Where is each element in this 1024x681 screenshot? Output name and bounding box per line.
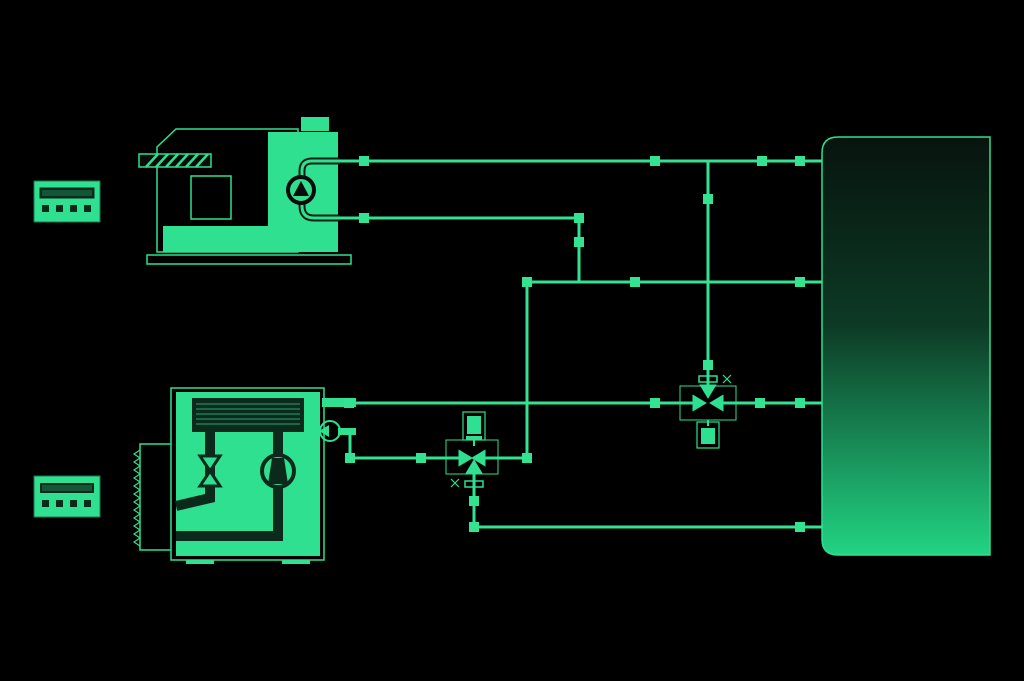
close-mark-icon: [450, 478, 460, 488]
boiler-unit: [138, 117, 352, 265]
heat-pump-unit: [132, 387, 356, 564]
close-mark-icon: [722, 374, 732, 384]
pipe-fittings: [344, 156, 805, 532]
controller-top[interactable]: [33, 180, 101, 223]
mixing-valve-left[interactable]: [445, 438, 499, 488]
expansion-valve-icon: [197, 454, 223, 488]
compressor-icon: [260, 453, 296, 489]
pump-icon: [286, 175, 316, 205]
actuator-icon: [462, 411, 486, 441]
actuator-icon: [696, 421, 720, 449]
mixing-valve-right[interactable]: [679, 370, 737, 426]
buffer-tank: [821, 136, 991, 556]
controller-bottom[interactable]: [33, 475, 101, 518]
